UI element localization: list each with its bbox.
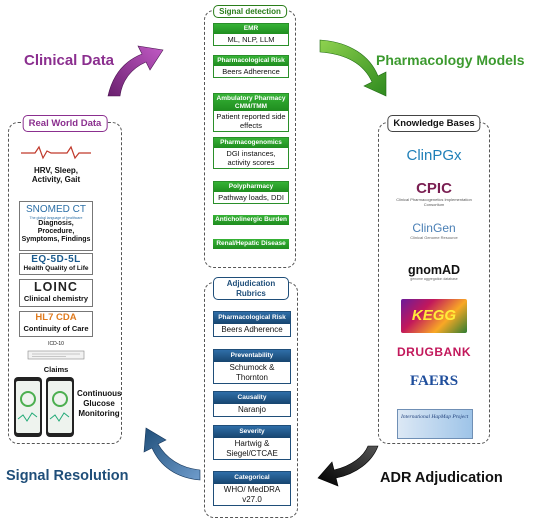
rw-label: Health Quality of Life xyxy=(23,265,89,272)
cpic-logo: CPIC xyxy=(416,180,452,197)
pharmacology-arrow xyxy=(319,39,387,97)
sd-item-pharmacological-risk: Pharmacological Risk Beers Adherence xyxy=(213,55,289,78)
sd-head: EMR xyxy=(214,24,288,34)
snomed-tagline: The global language of healthcare xyxy=(29,216,83,220)
ad-body: Naranjo xyxy=(237,405,266,414)
ad-body: Schumock & Thornton xyxy=(229,363,275,382)
gnomad-subtitle: genome aggregation database xyxy=(410,277,458,281)
sd-body: ML, NLP, LLM xyxy=(227,34,275,44)
pharmacology-models-heading: Pharmacology Models xyxy=(376,52,525,68)
rw-eq5d: EQ-5D-5L Health Quality of Life xyxy=(19,253,93,275)
clingen-subtitle: Clinical Genome Resource xyxy=(410,235,458,240)
hl7-logo: HL7 CDA xyxy=(35,312,77,323)
rw-label-cgm: Continuous Glucose Monitoring xyxy=(77,389,122,418)
clingen-logo-block: ClinGen Clinical Genome Resource xyxy=(379,221,489,240)
knowledge-bases-panel: Knowledge Bases ClinPGx CPIC Clinical Ph… xyxy=(378,115,490,444)
icd-logo: ICD-10 xyxy=(48,341,64,347)
ad-head: Categorical xyxy=(214,472,290,484)
kegg-logo-tile: KEGG xyxy=(401,299,467,333)
hapmap-logo-tile: International HapMap Project xyxy=(397,409,473,439)
sd-item-polypharmacy: Polypharmacy Pathway loads, DDI xyxy=(213,181,289,204)
real-world-data-panel: Real World Data HRV, Sleep, Activity, Ga… xyxy=(8,115,122,444)
sd-item-ambulatory-pharmacy: Ambulatory Pharmacy CMM/TMM Patient repo… xyxy=(213,93,289,132)
phone-icon xyxy=(14,377,74,437)
rw-label: Clinical chemistry xyxy=(23,294,89,303)
signal-resolution-arrow xyxy=(143,427,201,481)
snomed-logo: SNOMED CT xyxy=(26,204,86,215)
sd-head: Renal/Hepatic Disease xyxy=(213,239,289,249)
ad-body: Hartwig & Siegel/CTCAE xyxy=(226,439,278,458)
clingen-logo: ClinGen xyxy=(412,221,456,235)
kegg-logo: KEGG xyxy=(411,307,457,324)
adjudication-panel: Adjudication Rubrics Pharmacological Ris… xyxy=(204,277,298,518)
ad-item-categorical: Categorical WHO/ MedDRA v27.0 xyxy=(213,471,291,506)
cgm-phones-image xyxy=(13,375,77,439)
rw-label: HRV, Sleep, Activity, Gait xyxy=(31,166,81,184)
clinical-data-heading: Clinical Data xyxy=(24,52,115,69)
sd-item-emr: EMR ML, NLP, LLM xyxy=(213,23,289,46)
sd-body: Beers Adherence xyxy=(222,66,280,76)
knowledge-bases-title: Knowledge Bases xyxy=(387,115,481,132)
sd-item-pharmacogenomics: Pharmacogenomics DGI instances, activity… xyxy=(213,137,289,169)
signal-detection-title: Signal detection xyxy=(213,5,287,18)
sd-head: Polypharmacy xyxy=(214,182,288,192)
sd-item-renal-hepatic: Renal/Hepatic Disease xyxy=(213,239,289,249)
ad-head: Causality xyxy=(214,392,290,404)
adr-adjudication-heading: ADR Adjudication xyxy=(380,470,503,486)
sd-body: Patient reported side effects xyxy=(216,112,286,130)
sd-head: Pharmacogenomics xyxy=(214,138,288,148)
sd-body: DGI instances, activity scores xyxy=(226,148,276,167)
rw-icd: ICD-10 Claims xyxy=(19,341,93,374)
sd-head: Pharmacological Risk xyxy=(214,56,288,66)
rw-snomed: SNOMED CT The global language of healthc… xyxy=(19,201,93,251)
gnomad-logo-block: gnomAD genome aggregation database xyxy=(379,263,489,281)
sd-body: Pathway loads, DDI xyxy=(218,192,284,202)
sd-head: Anticholinergic Burden xyxy=(213,215,289,225)
hapmap-logo: International HapMap Project xyxy=(401,414,469,420)
ad-head: Preventability xyxy=(214,350,290,362)
rw-hl7: HL7 CDA Continuity of Care xyxy=(19,311,93,337)
signal-detection-panel: Signal detection EMR ML, NLP, LLM Pharma… xyxy=(204,5,296,268)
rw-label: Claims xyxy=(43,365,69,374)
eq5d-logo: EQ-5D-5L xyxy=(31,254,81,265)
adr-adjudication-arrow xyxy=(317,445,379,487)
ad-item-pharmacological-risk: Pharmacological Risk Beers Adherence xyxy=(213,311,291,337)
ad-head: Pharmacological Risk xyxy=(214,312,290,324)
ad-item-preventability: Preventability Schumock & Thornton xyxy=(213,349,291,384)
gnomad-logo: gnomAD xyxy=(407,263,461,277)
rw-loinc: LOINC Clinical chemistry xyxy=(19,279,93,307)
real-world-data-title: Real World Data xyxy=(22,115,108,132)
heart-rate-icon xyxy=(21,145,91,160)
drugbank-logo: DRUGBANK xyxy=(397,345,471,359)
signal-resolution-heading: Signal Resolution xyxy=(6,468,129,484)
cpic-subtitle: Clinical Pharmacogenetics Implementation… xyxy=(396,197,472,207)
ad-body: WHO/ MedDRA v27.0 xyxy=(223,485,281,504)
ad-body: Beers Adherence xyxy=(221,325,283,334)
clinpgx-logo: ClinPGx xyxy=(406,147,462,164)
icd-form-icon xyxy=(27,350,85,360)
sd-head: Ambulatory Pharmacy CMM/TMM xyxy=(214,94,288,111)
clinical-data-arrow xyxy=(107,45,164,97)
adjudication-title: Adjudication Rubrics xyxy=(213,277,289,300)
rw-label: Diagnosis, Procedure, Symptoms, Findings xyxy=(21,220,91,243)
rw-label: Continuity of Care xyxy=(23,324,89,333)
ad-item-causality: Causality Naranjo xyxy=(213,391,291,417)
sd-item-anticholinergic: Anticholinergic Burden xyxy=(213,215,289,225)
ad-item-severity: Severity Hartwig & Siegel/CTCAE xyxy=(213,425,291,460)
faers-logo: FAERS xyxy=(409,373,459,389)
ad-head: Severity xyxy=(214,426,290,438)
loinc-logo: LOINC xyxy=(34,280,78,294)
rw-wearables: HRV, Sleep, Activity, Gait xyxy=(19,143,93,199)
cpic-logo-block: CPIC Clinical Pharmacogenetics Implement… xyxy=(379,180,489,208)
